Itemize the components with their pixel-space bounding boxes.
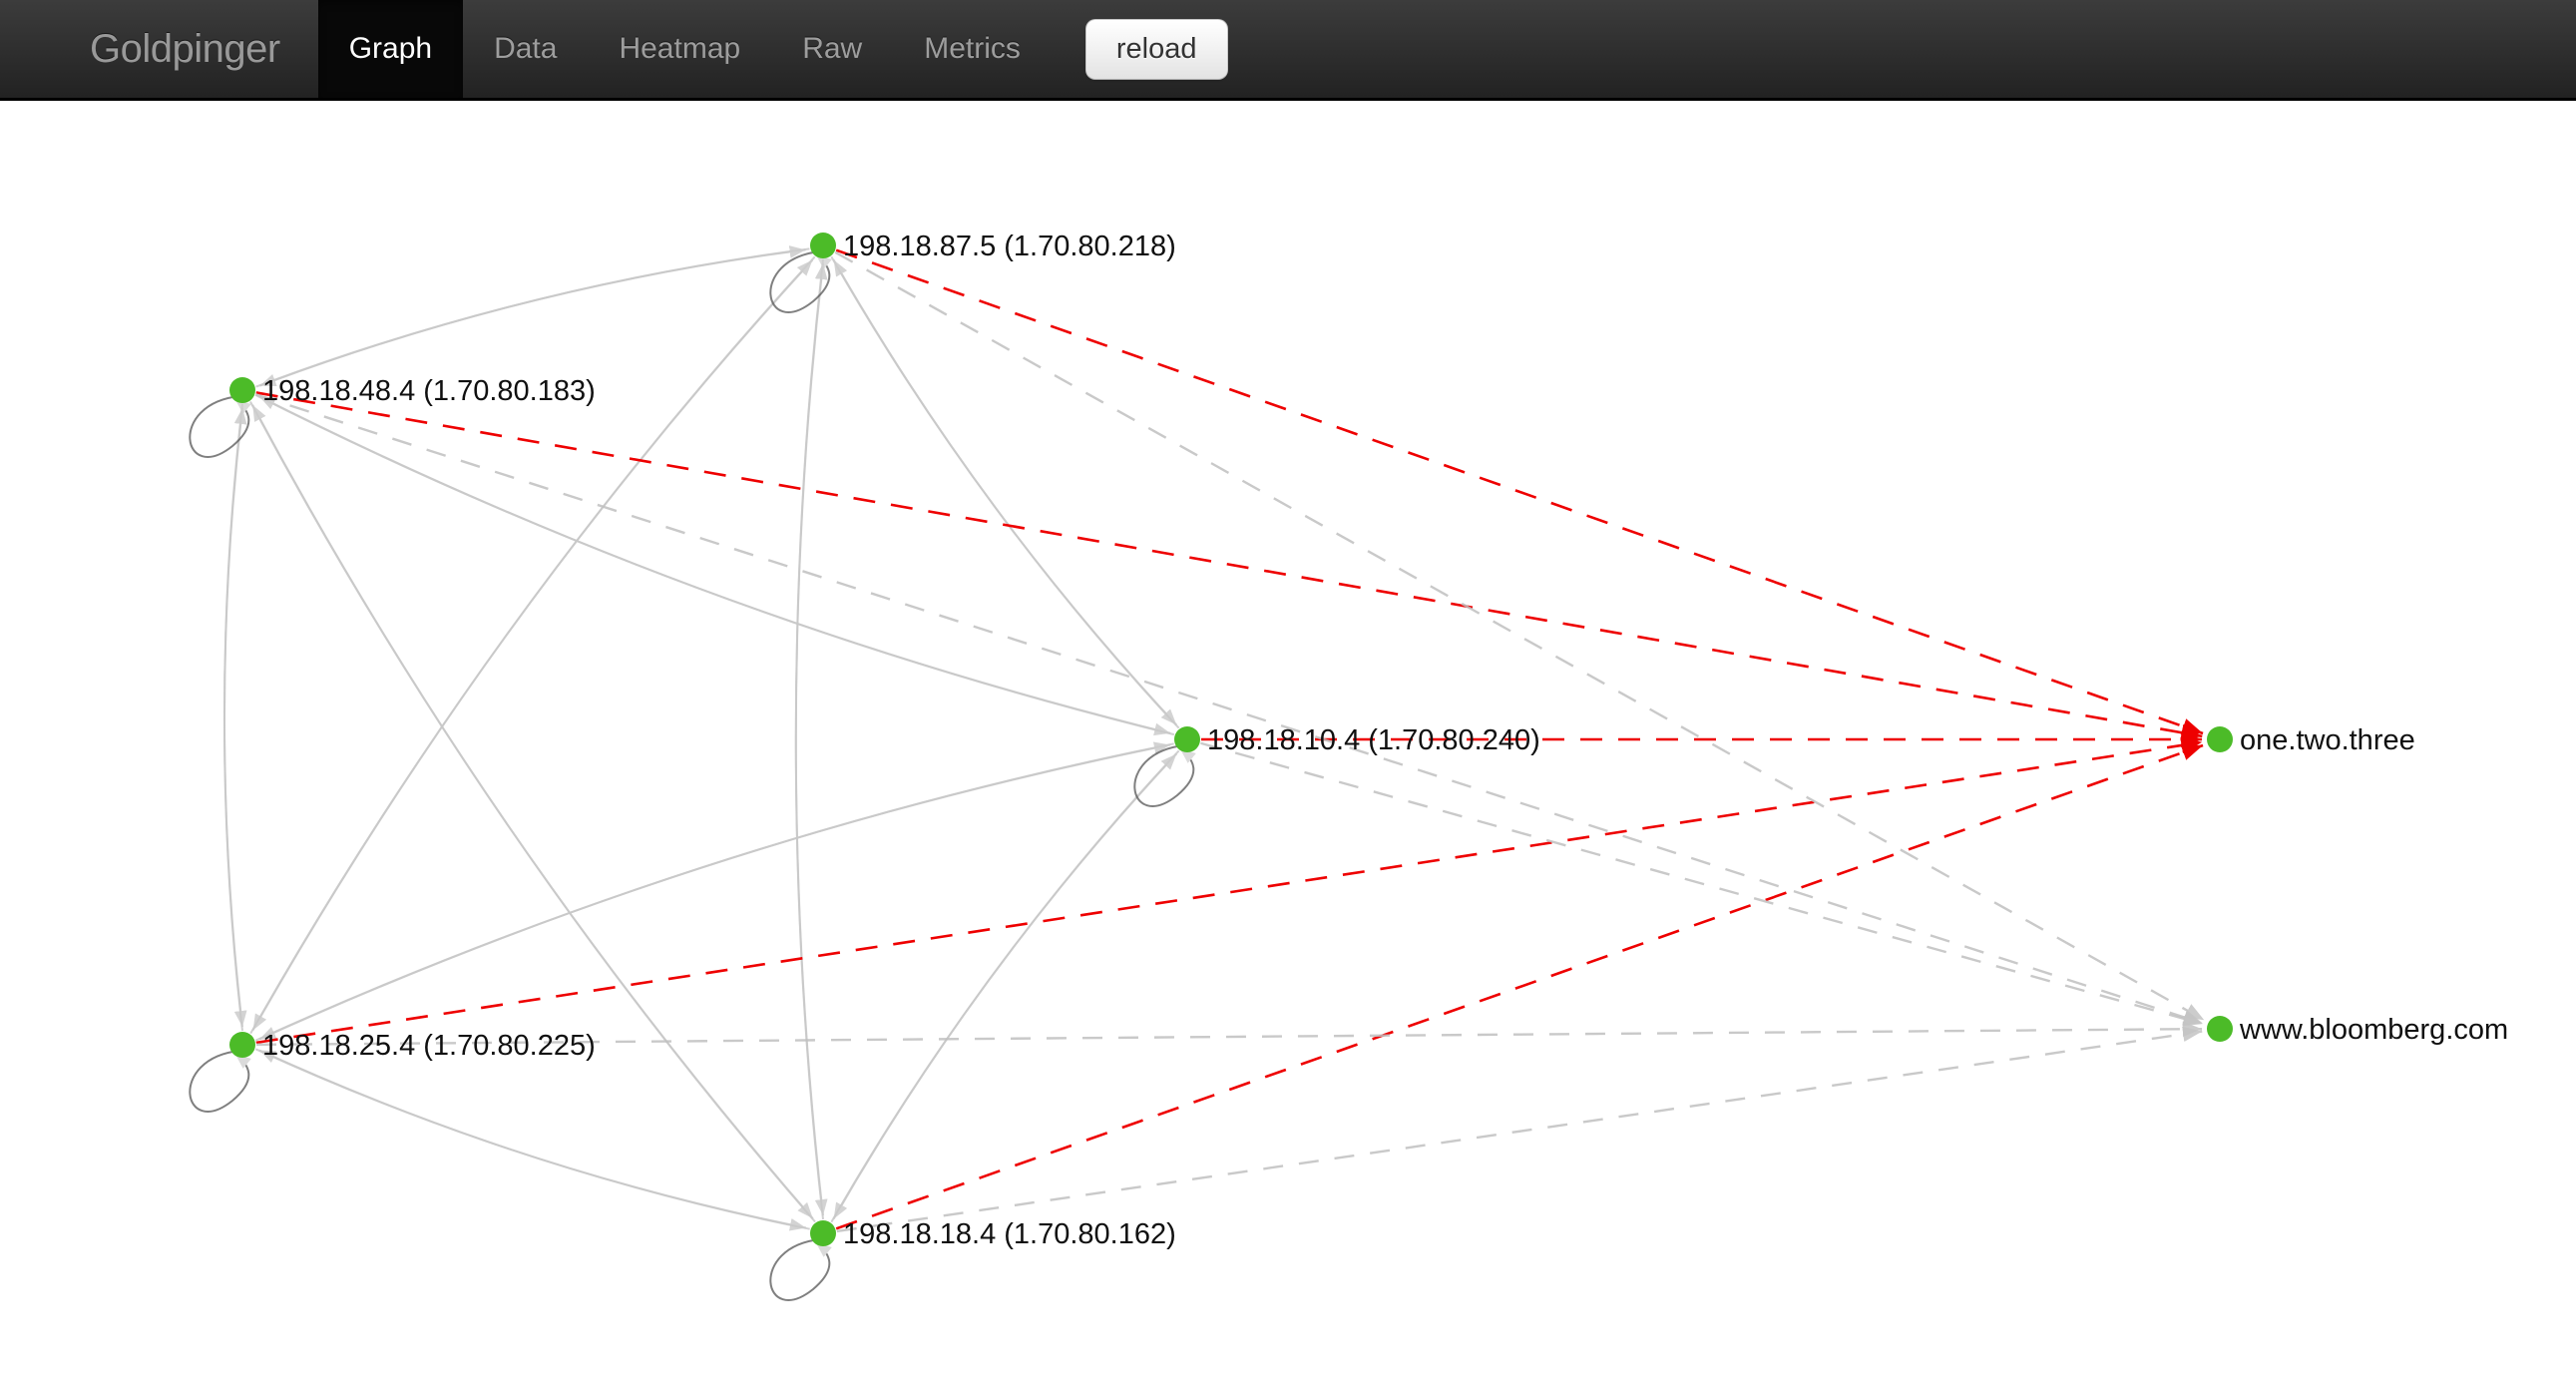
edge-n18-to-n48: [251, 404, 816, 1223]
edge-n87-to-n48: [259, 247, 810, 387]
node-label: 198.18.87.5 (1.70.80.218): [843, 231, 1176, 262]
edge-n18-to-n10: [830, 752, 1178, 1223]
network-graph[interactable]: 198.18.87.5 (1.70.80.218) 198.18.48.4 (1.…: [0, 101, 2576, 1393]
edge-n18-to-n87: [794, 262, 828, 1220]
graph-node[interactable]: 198.18.18.4 (1.70.80.162): [810, 1218, 1176, 1250]
edge-n48-to-n10: [254, 393, 1171, 736]
reload-button-container: reload: [1052, 0, 1228, 98]
edge-n25-to-n87: [249, 258, 814, 1035]
node-dot[interactable]: [229, 377, 255, 403]
edge-n87-to-ott: [835, 248, 2204, 735]
graph-node[interactable]: 198.18.48.4 (1.70.80.183): [229, 375, 596, 407]
edge-n18-to-blm: [836, 1026, 2203, 1233]
edge-n87-to-n25: [251, 255, 816, 1031]
node-label: 198.18.25.4 (1.70.80.225): [262, 1030, 596, 1062]
navbar: Goldpinger Graph Data Heatmap Raw Metric…: [0, 0, 2576, 101]
edge-n18-to-ott: [835, 743, 2204, 1230]
edge-n48-to-ott: [255, 391, 2203, 741]
node-label: 198.18.18.4 (1.70.80.162): [843, 1218, 1176, 1250]
edge-n87-to-n10: [830, 255, 1178, 726]
edge-self-loop: [189, 395, 251, 458]
node-dot[interactable]: [2207, 1016, 2233, 1042]
graph-node[interactable]: 198.18.25.4 (1.70.80.225): [229, 1030, 596, 1062]
edge-n10-to-n48: [258, 395, 1175, 736]
node-dot[interactable]: [810, 1220, 836, 1246]
graph-node[interactable]: 198.18.10.4 (1.70.80.240): [1174, 724, 1540, 756]
edge-self-loop: [1133, 744, 1196, 807]
node-dot[interactable]: [1174, 726, 1200, 752]
nav-tab-heatmap[interactable]: Heatmap: [619, 32, 741, 65]
nav-tab-data[interactable]: Data: [494, 32, 558, 65]
edge-n48-to-n18: [249, 401, 814, 1219]
edge-n10-to-blm: [1200, 741, 2203, 1027]
nav-tab-metrics[interactable]: Metrics: [924, 32, 1021, 65]
edge-self-loop: [769, 1238, 832, 1301]
nav-tab-graph[interactable]: Graph: [317, 0, 464, 98]
node-label: one.two.three: [2240, 724, 2415, 756]
edge-n87-to-blm: [834, 250, 2205, 1022]
node-dot[interactable]: [810, 232, 836, 258]
graph-node[interactable]: 198.18.87.5 (1.70.80.218): [810, 231, 1176, 262]
graph-canvas[interactable]: 198.18.87.5 (1.70.80.218) 198.18.48.4 (1.…: [0, 101, 2576, 1393]
edge-n25-to-ott: [255, 736, 2203, 1045]
edge-self-loop: [189, 1050, 251, 1113]
edge-self-loop: [769, 250, 832, 313]
reload-button[interactable]: reload: [1084, 18, 1228, 80]
node-dot[interactable]: [2207, 726, 2233, 752]
node-label: www.bloomberg.com: [2239, 1014, 2508, 1046]
edge-n48-to-blm: [254, 393, 2204, 1025]
edge-n10-to-n87: [832, 258, 1180, 729]
node-dot[interactable]: [229, 1032, 255, 1058]
graph-node[interactable]: www.bloomberg.com: [2207, 1014, 2508, 1046]
nav-tab-raw[interactable]: Raw: [802, 32, 863, 65]
graph-node[interactable]: one.two.three: [2207, 724, 2415, 756]
edge-n48-to-n87: [255, 245, 806, 388]
edge-n25-to-n18: [254, 1048, 807, 1231]
edge-n25-to-n10: [254, 741, 1171, 1042]
edge-n10-to-n25: [258, 742, 1174, 1041]
brand-goldpinger[interactable]: Goldpinger: [90, 26, 280, 71]
edge-n10-to-n18: [832, 749, 1180, 1220]
node-label: 198.18.10.4 (1.70.80.240): [1207, 724, 1540, 756]
edge-n25-to-n48: [222, 407, 247, 1032]
node-layer[interactable]: 198.18.87.5 (1.70.80.218) 198.18.48.4 (1.…: [229, 231, 2508, 1250]
edge-n25-to-blm: [255, 1021, 2203, 1047]
node-label: 198.18.48.4 (1.70.80.183): [262, 375, 596, 407]
edge-n18-to-n25: [258, 1049, 810, 1230]
edge-layer: [189, 245, 2205, 1301]
